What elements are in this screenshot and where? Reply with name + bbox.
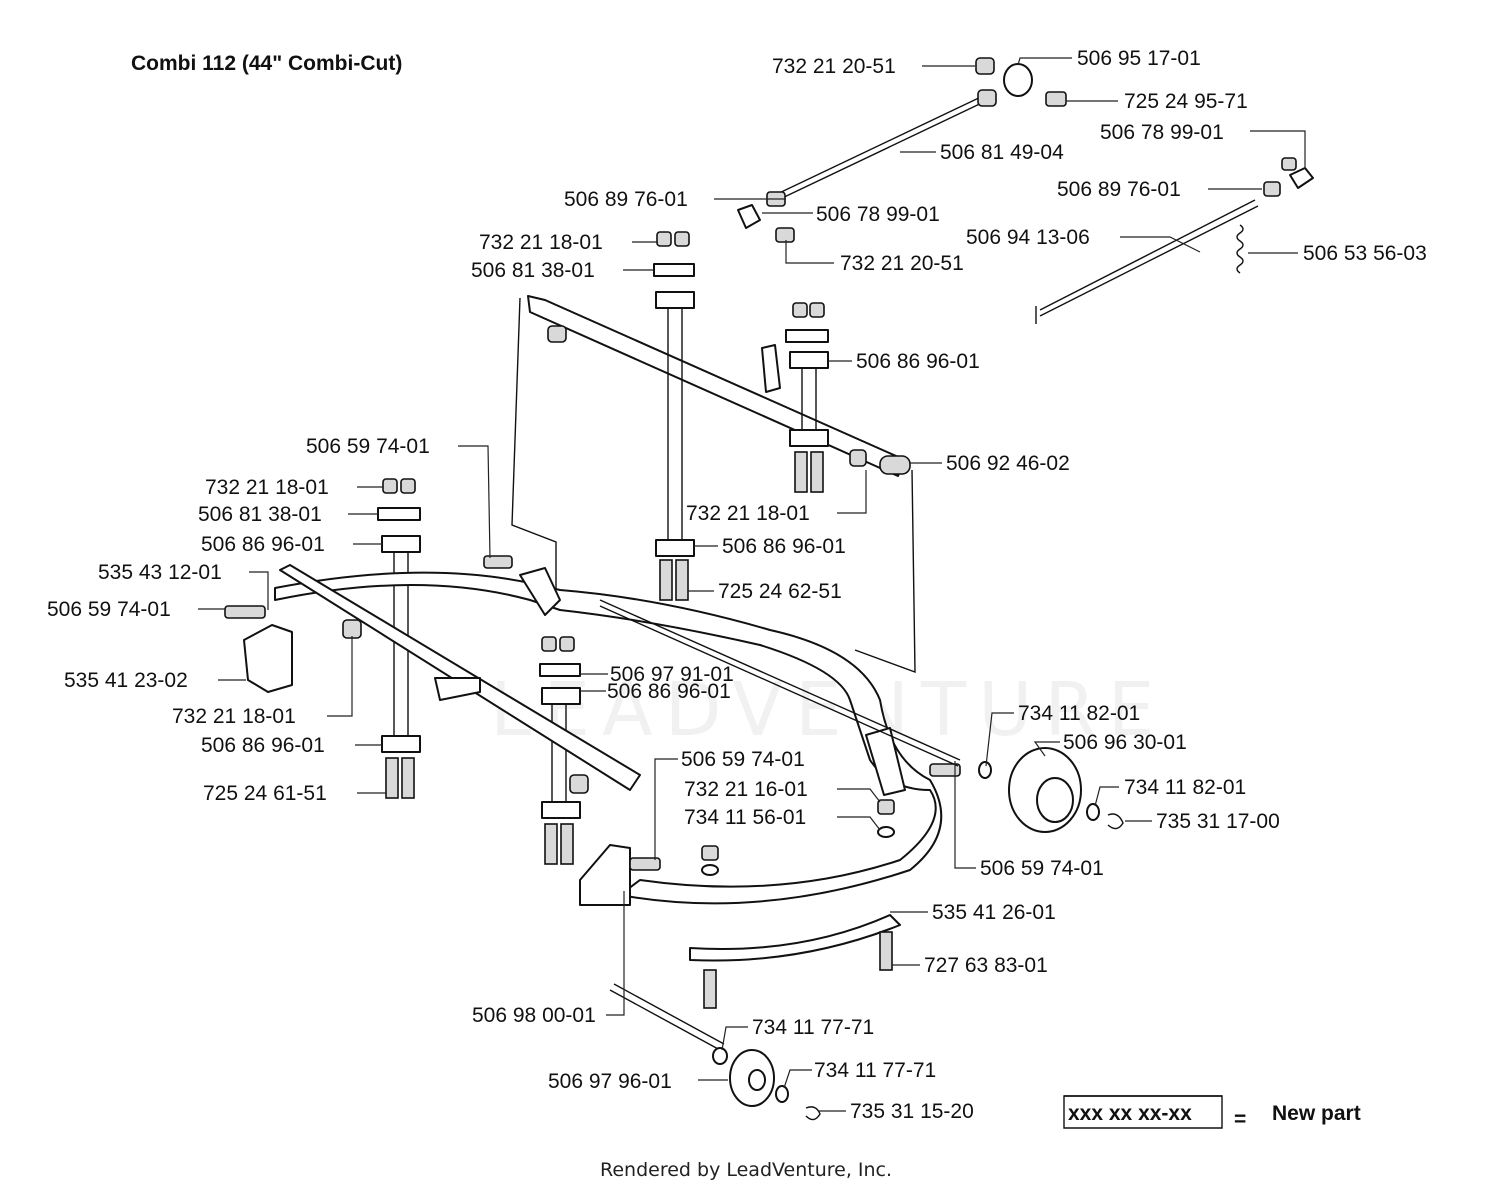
callout: 732 21 18-01 (205, 476, 329, 499)
callout: 734 11 82-01 (1124, 776, 1246, 799)
callout: 506 81 49-04 (940, 141, 1064, 164)
callout: 732 21 20-51 (772, 55, 896, 78)
callout: 506 89 76-01 (1057, 178, 1181, 201)
callout: 535 41 26-01 (932, 901, 1056, 924)
callout: 506 97 91-01 (610, 663, 734, 686)
callout: 732 21 18-01 (172, 705, 296, 728)
callouts: 732 21 20-51 506 95 17-01 725 24 95-71 5… (47, 47, 1427, 1123)
callout: 506 78 99-01 (816, 203, 940, 226)
callout: 506 92 46-02 (946, 452, 1070, 475)
callout: 734 11 77-71 (752, 1016, 874, 1039)
legend-box-text: xxx xx xx-xx (1068, 1102, 1192, 1125)
callout: 734 11 77-71 (814, 1059, 936, 1082)
callout: 506 81 38-01 (471, 259, 595, 282)
legend-equals: = (1234, 1108, 1246, 1131)
callout: 506 86 96-01 (856, 350, 980, 373)
callout: 506 86 96-01 (201, 734, 325, 757)
callout: 506 59 74-01 (980, 857, 1104, 880)
callout: 732 21 20-51 (840, 252, 964, 275)
callout: 506 86 96-01 (607, 680, 731, 703)
callout: 725 24 62-51 (718, 580, 842, 603)
callout: 506 81 38-01 (198, 503, 322, 526)
callout: 725 24 61-51 (203, 782, 327, 805)
legend-meaning: New part (1272, 1102, 1361, 1125)
callout: 506 59 74-01 (306, 435, 430, 458)
callout: 506 59 74-01 (681, 748, 805, 771)
callout: 732 21 18-01 (686, 502, 810, 525)
callout: 506 78 99-01 (1100, 121, 1224, 144)
callout: 734 11 56-01 (684, 806, 806, 829)
part-drawings (224, 57, 1314, 1121)
callout: 535 41 23-02 (64, 669, 188, 692)
callout: 735 31 15-20 (850, 1100, 974, 1123)
callout: 727 63 83-01 (924, 954, 1048, 977)
leader-lines (198, 57, 1306, 1112)
callout: 725 24 95-71 (1124, 90, 1248, 113)
callout: 506 86 96-01 (201, 533, 325, 556)
legend: xxx xx xx-xx = New part (1063, 1095, 1361, 1131)
callout: 506 96 30-01 (1063, 731, 1187, 754)
callout: 735 31 17-00 (1156, 810, 1280, 833)
callout: 732 21 18-01 (479, 231, 603, 254)
watermark-text: LEADVENTURE (490, 667, 1167, 753)
callout: 734 11 82-01 (1018, 702, 1140, 725)
callout: 506 94 13-06 (966, 226, 1090, 249)
callout: 506 53 56-03 (1303, 242, 1427, 265)
callout: 506 97 96-01 (548, 1070, 672, 1093)
callout: 506 98 00-01 (472, 1004, 596, 1027)
callout: 506 89 76-01 (564, 188, 688, 211)
callout: 506 86 96-01 (722, 535, 846, 558)
footer-credit: Rendered by LeadVenture, Inc. (600, 1159, 892, 1181)
diagram-title: Combi 112 (44" Combi-Cut) (131, 52, 402, 75)
callout: 732 21 16-01 (684, 778, 808, 801)
callout: 535 43 12-01 (98, 561, 222, 584)
callout: 506 95 17-01 (1077, 47, 1201, 70)
callout: 506 59 74-01 (47, 598, 171, 621)
